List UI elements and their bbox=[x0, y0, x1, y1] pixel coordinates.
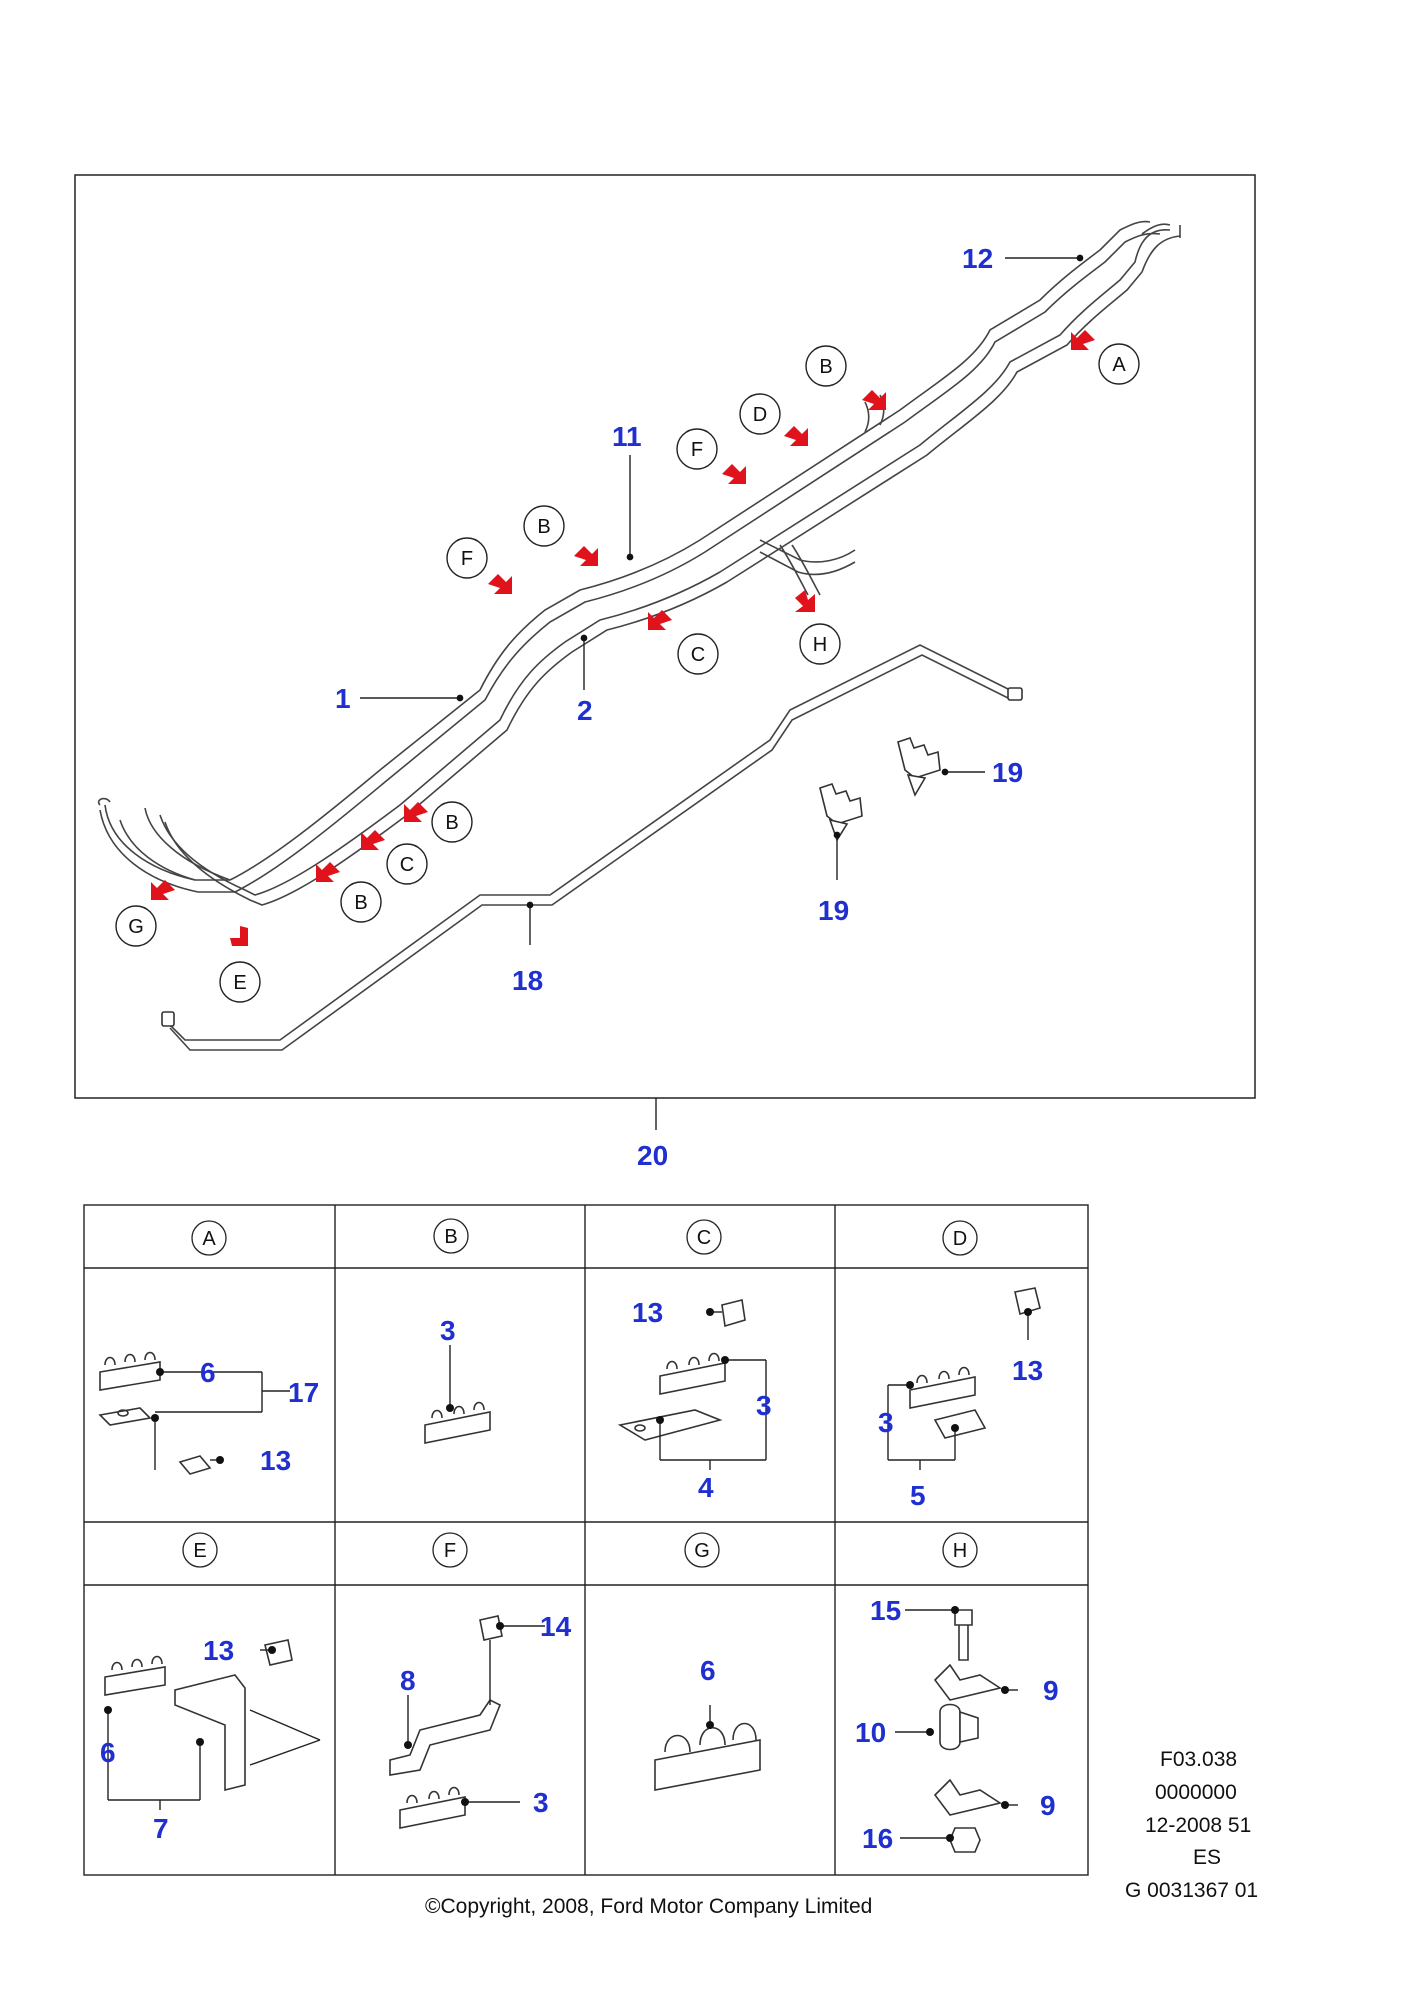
callout-13: 13 bbox=[260, 1445, 291, 1476]
callout-2: 2 bbox=[577, 695, 593, 726]
marker-b: B bbox=[537, 516, 550, 538]
callout-9: 9 bbox=[1040, 1790, 1056, 1821]
detail-a-clip-assembly: 6 17 13 bbox=[98, 1351, 319, 1476]
clip-location-arrows bbox=[151, 330, 1095, 946]
copyright: ©Copyright, 2008, Ford Motor Company Lim… bbox=[425, 1895, 872, 1918]
marker-c: C bbox=[691, 644, 705, 666]
callout-13: 13 bbox=[203, 1635, 234, 1666]
table-header-h: H bbox=[953, 1540, 967, 1562]
brake-tube-assembly bbox=[97, 220, 1181, 906]
table-header-e: E bbox=[193, 1540, 206, 1562]
callout-10: 10 bbox=[855, 1717, 886, 1748]
callout-19: 19 bbox=[992, 757, 1023, 788]
marker-b: B bbox=[445, 812, 458, 834]
detail-table bbox=[83, 1204, 1089, 1876]
marker-c: C bbox=[400, 854, 414, 876]
marker-d: D bbox=[753, 404, 767, 426]
marker-h: H bbox=[813, 634, 827, 656]
detail-e-clip-bracket: 13 6 7 bbox=[100, 1635, 321, 1844]
table-header-f: F bbox=[444, 1540, 456, 1562]
callout-4: 4 bbox=[698, 1472, 714, 1503]
marker-e: E bbox=[233, 972, 246, 994]
callout-8: 8 bbox=[400, 1665, 416, 1696]
info-block: F03.038 0000000 12-2008 51 ES G 0031367 … bbox=[1125, 1748, 1258, 1902]
info-line: G 0031367 01 bbox=[1125, 1879, 1258, 1902]
marker-f: F bbox=[461, 548, 473, 570]
marker-g: G bbox=[128, 916, 144, 938]
callout-1: 1 bbox=[335, 683, 351, 714]
info-line: F03.038 bbox=[1160, 1748, 1237, 1771]
table-header-c: C bbox=[697, 1227, 711, 1249]
info-line: 0000000 bbox=[1155, 1781, 1237, 1804]
callout-3: 3 bbox=[440, 1315, 456, 1346]
marker-a: A bbox=[1112, 354, 1126, 376]
marker-b: B bbox=[819, 356, 832, 378]
retaining-clip bbox=[819, 783, 863, 842]
callout-15: 15 bbox=[870, 1595, 901, 1626]
detail-f-bracket-clip: 14 8 3 bbox=[389, 1611, 572, 1829]
callout-20: 20 bbox=[637, 1140, 668, 1171]
marker-b: B bbox=[354, 892, 367, 914]
callout-19: 19 bbox=[818, 895, 849, 926]
callout-3: 3 bbox=[533, 1787, 549, 1818]
callout-13: 13 bbox=[632, 1297, 663, 1328]
callout-13: 13 bbox=[1012, 1355, 1043, 1386]
callout-17: 17 bbox=[288, 1377, 319, 1408]
detail-h-mounting-hardware: 15 9 10 9 16 bbox=[855, 1595, 1059, 1854]
retaining-clip bbox=[897, 737, 941, 797]
callout-6: 6 bbox=[100, 1737, 116, 1768]
callout-5: 5 bbox=[910, 1480, 926, 1511]
callout-11: 11 bbox=[612, 421, 642, 452]
callout-3: 3 bbox=[756, 1390, 772, 1421]
table-header-a: A bbox=[202, 1228, 216, 1250]
info-line: ES bbox=[1193, 1846, 1221, 1869]
detail-b-clip: 3 bbox=[424, 1315, 491, 1444]
rear-brake-line bbox=[161, 644, 1023, 1051]
detail-c-clip-bracket: 13 3 4 bbox=[617, 1297, 772, 1503]
callout-12: 12 bbox=[962, 243, 993, 274]
callout-6: 6 bbox=[700, 1655, 716, 1686]
detail-g-clip: 6 bbox=[654, 1655, 761, 1791]
detail-d-clip-bracket: 13 3 5 bbox=[878, 1287, 1043, 1511]
callout-9: 9 bbox=[1043, 1675, 1059, 1706]
main-view-frame bbox=[74, 174, 1256, 1099]
callout-18: 18 bbox=[512, 965, 543, 996]
table-header-b: B bbox=[444, 1226, 457, 1248]
marker-f: F bbox=[691, 439, 703, 461]
callout-14: 14 bbox=[540, 1611, 572, 1642]
table-header-d: D bbox=[953, 1228, 967, 1250]
callout-16: 16 bbox=[862, 1823, 893, 1854]
callout-6: 6 bbox=[200, 1357, 216, 1388]
callout-7: 7 bbox=[153, 1813, 169, 1844]
callout-3: 3 bbox=[878, 1407, 894, 1438]
info-line: 12-2008 51 bbox=[1145, 1814, 1251, 1837]
table-header-g: G bbox=[694, 1540, 710, 1562]
